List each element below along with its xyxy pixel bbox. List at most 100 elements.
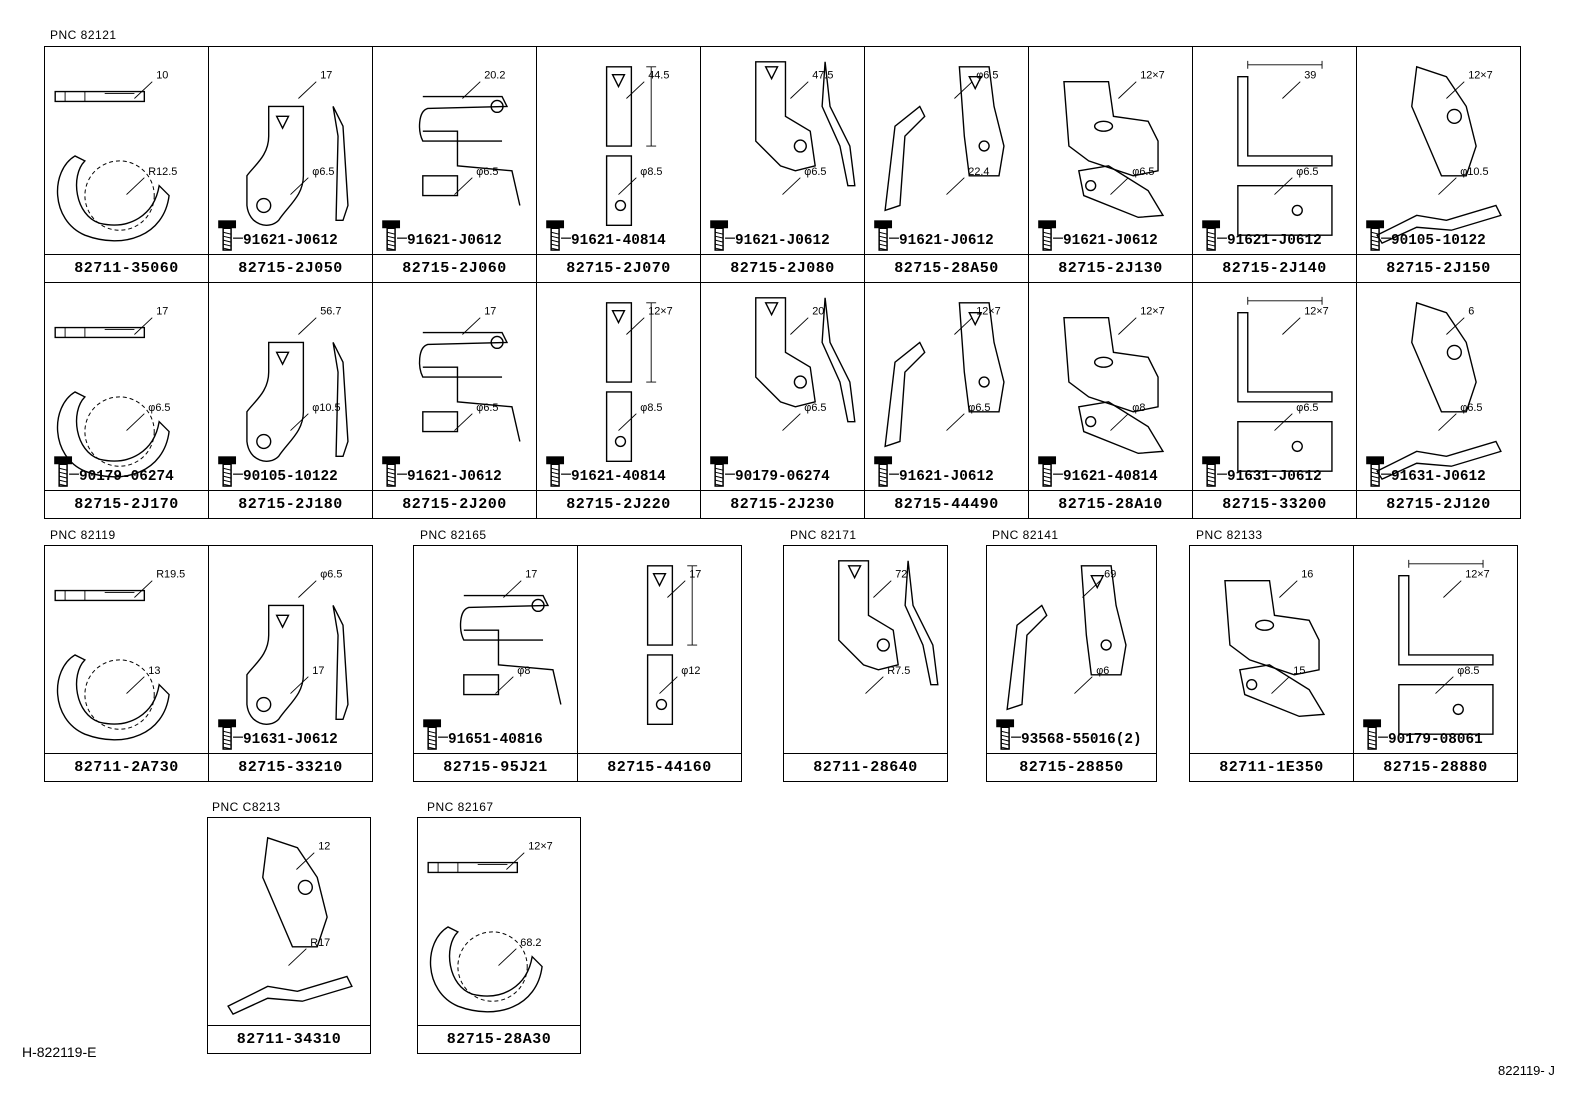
part-number: 82711-28640: [813, 759, 918, 776]
bolt-icon: [546, 456, 565, 487]
pnc-label: PNC C8213: [212, 800, 281, 814]
part-number: 82715-2J180: [238, 496, 343, 513]
bolt-icon: [1363, 719, 1382, 750]
bolt-part-number: 90179-08061: [1388, 732, 1483, 748]
part-number: 82715-2J060: [402, 260, 507, 277]
dimension-label: 10: [156, 70, 168, 82]
bolt-part-number: 91621-J0612: [899, 469, 994, 485]
dimension-label: 22.4: [968, 166, 989, 178]
dimension-label: 47.5: [812, 70, 833, 82]
bolt-part-number: 91621-40814: [571, 233, 666, 249]
dimension-label: φ6.5: [1460, 402, 1482, 414]
dimension-label: 20: [812, 306, 824, 318]
dimension-label: φ10.5: [312, 402, 340, 414]
bolt-part-number: 91631-J0612: [1391, 469, 1486, 485]
part-number: 82715-28880: [1383, 759, 1488, 776]
dimension-label: R12.5: [148, 166, 177, 178]
part-number: 82715-28A10: [1058, 496, 1163, 513]
bolt-part-number: 93568-55016(2): [1021, 732, 1142, 748]
dimension-label: φ6.5: [320, 569, 342, 581]
part-number: 82715-2J170: [74, 496, 179, 513]
part-illustration: [418, 95, 521, 206]
bolt-part-number: 90179-06274: [79, 469, 174, 485]
dimension-label: φ8: [517, 665, 530, 677]
dimension-label: φ8.5: [1457, 665, 1479, 677]
part-illustration: [1398, 559, 1494, 735]
bolt-icon: [1202, 456, 1221, 487]
part-illustration: [427, 861, 543, 1013]
part-number: 82715-2J230: [730, 496, 835, 513]
part-number: 82715-2J220: [566, 496, 671, 513]
pnc-label: PNC 82133: [1196, 528, 1263, 542]
part-number: 82711-35060: [74, 260, 179, 277]
part-number: 82715-33210: [238, 759, 343, 776]
part-number: 82715-2J050: [238, 260, 343, 277]
part-number: 82715-33200: [1222, 496, 1327, 513]
bolt-part-number: 91621-J0612: [407, 469, 502, 485]
part-illustration: [605, 66, 657, 226]
dimension-label: 15: [1293, 665, 1305, 677]
dimension-label: R19.5: [156, 569, 185, 581]
part-illustration: [755, 61, 856, 187]
pnc-label: PNC 82121: [50, 28, 117, 42]
bolt-part-number: 91621-J0612: [1063, 233, 1158, 249]
bolt-icon: [710, 456, 729, 487]
part-illustration: [884, 302, 1005, 448]
dimension-label: φ6.5: [976, 70, 998, 82]
dimension-label: φ8.5: [640, 166, 662, 178]
dimension-label: 17: [689, 569, 701, 581]
bolt-icon: [1038, 220, 1057, 251]
bolt-part-number: 91621-40814: [1063, 469, 1158, 485]
pnc-label: PNC 82119: [50, 528, 116, 542]
dimension-label: φ6.5: [476, 402, 498, 414]
part-illustration: [246, 341, 349, 462]
dimension-label: 6: [1468, 306, 1474, 318]
pnc-label: PNC 82167: [427, 800, 494, 814]
dimension-label: φ6.5: [1296, 166, 1318, 178]
part-number: 82711-34310: [236, 1031, 342, 1048]
bolt-icon: [218, 220, 237, 251]
part-illustration: [646, 565, 698, 725]
part-illustration: [418, 331, 521, 442]
